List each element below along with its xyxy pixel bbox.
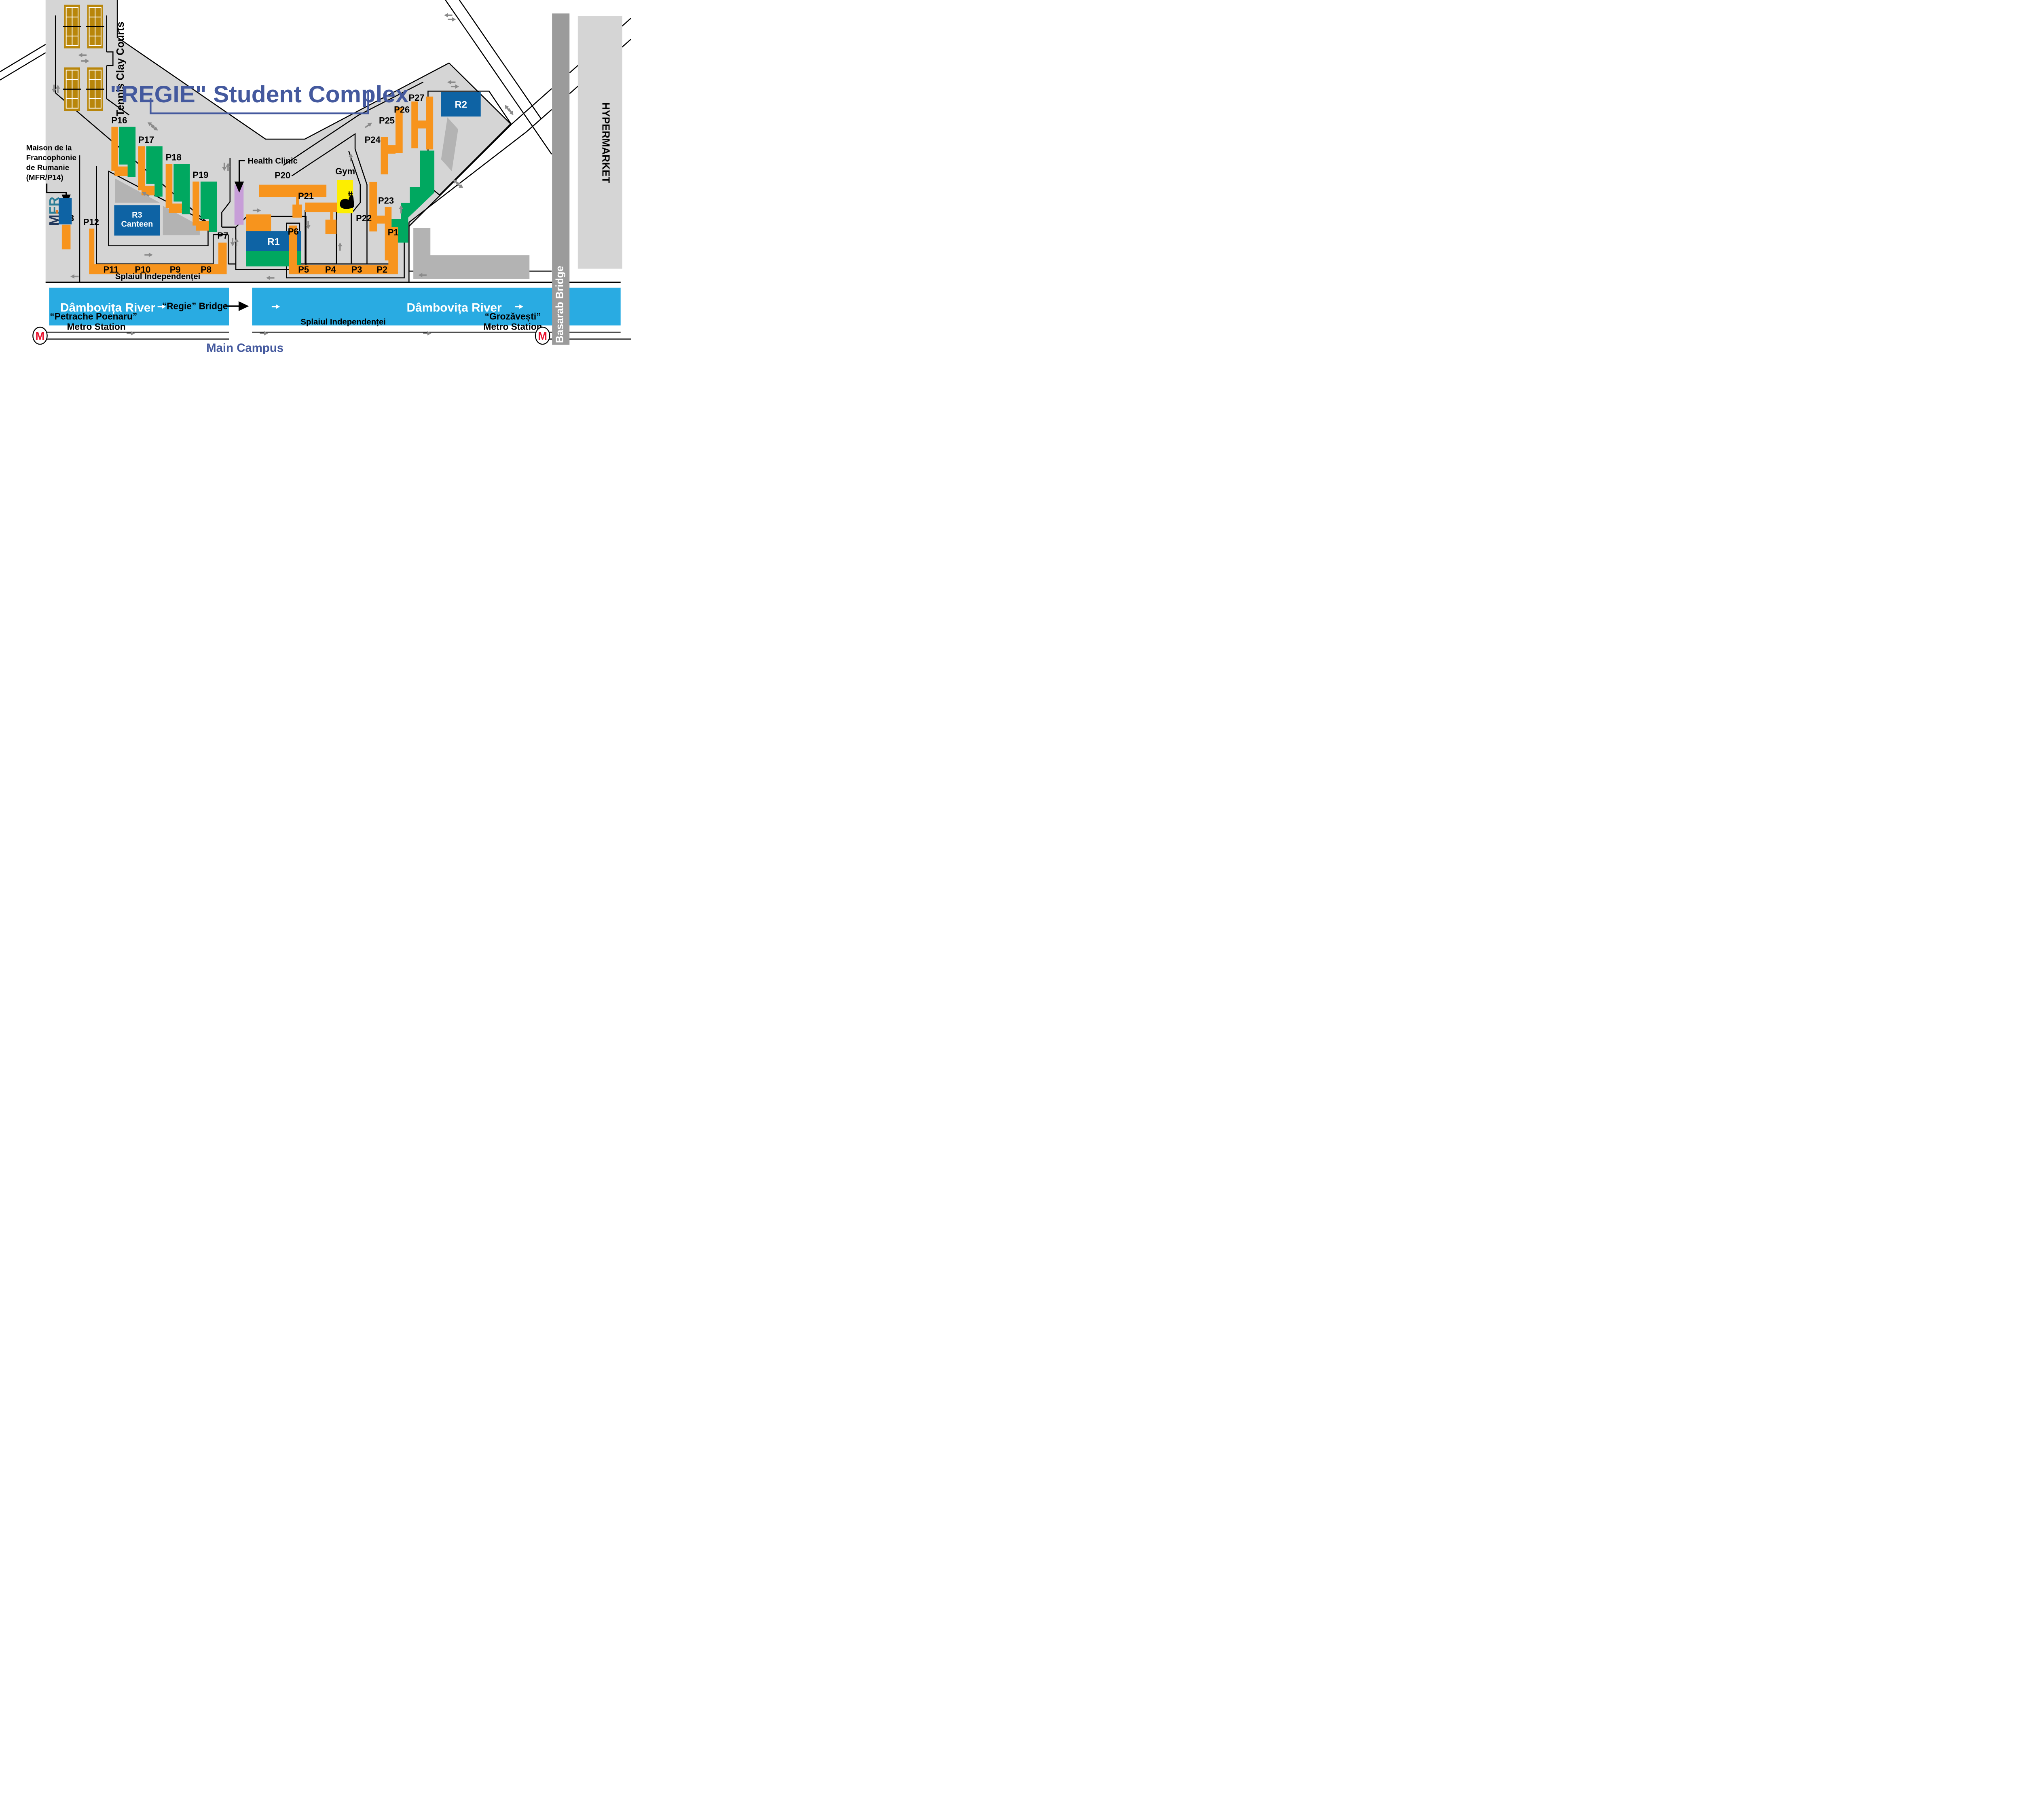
r1-label: R1 xyxy=(267,237,280,248)
regie-bridge-label: “Regie” Bridge xyxy=(162,301,228,311)
river-left xyxy=(49,288,229,326)
p6-label: P6 xyxy=(288,226,299,237)
hypermarket-area xyxy=(577,16,622,269)
basarab-bridge xyxy=(552,13,570,345)
r3-label: R3 xyxy=(132,211,142,220)
p25-label: P25 xyxy=(379,116,395,126)
p1-label: P1 xyxy=(388,227,399,237)
r3-canteen-label: Canteen xyxy=(121,220,153,229)
metro-m-symbol: M xyxy=(36,330,45,342)
metro-right: “Grozăvești” Metro Station M xyxy=(484,311,550,345)
mfr-logo: MFR xyxy=(47,197,62,226)
dorm-strip-p7-p12: P12 P11 P10 P9 P8 P7 xyxy=(83,217,228,275)
p5-label: P5 xyxy=(298,265,309,275)
map-title-group: "REGIE" Student Complex xyxy=(110,81,409,114)
river-right-label: Dâmbovița River xyxy=(407,301,502,314)
p23-label: P23 xyxy=(378,196,394,206)
dorm-buildings-p22-p27: P22 P23 P24 P25 P26 P27 xyxy=(356,93,434,260)
maison-label-line1: Maison de la xyxy=(26,143,72,152)
mfr-building-group: Maison de la Francophonie de Rumanie (MF… xyxy=(26,143,76,226)
metro-left: “Petrache Poenaru” Metro Station M xyxy=(32,311,137,345)
roads xyxy=(0,0,632,340)
svg-text:MFR: MFR xyxy=(47,197,62,226)
mfr-leader-arrow xyxy=(46,183,67,196)
p16-label: P16 xyxy=(111,115,127,125)
basarab-bridge-label: Basarab Bridge xyxy=(554,266,566,343)
p3-label: P3 xyxy=(351,265,362,275)
parking-triangle xyxy=(115,178,160,203)
title-box xyxy=(150,90,369,114)
p10-label: P10 xyxy=(135,265,150,275)
maison-label-line2: Francophonie xyxy=(26,153,76,162)
mfr-building xyxy=(59,198,72,224)
r3-block: R3 Canteen xyxy=(114,178,200,236)
health-clinic-building xyxy=(234,184,244,225)
p11-label: P11 xyxy=(103,265,118,275)
r2-block: R2 xyxy=(441,92,481,171)
p2-label: P2 xyxy=(376,265,387,275)
muscle-arm-icon xyxy=(340,191,354,209)
page-title: "REGIE" Student Complex xyxy=(110,81,409,108)
p18-label: P18 xyxy=(166,152,182,163)
tennis-court xyxy=(63,67,81,111)
r3-canteen-building xyxy=(114,205,160,236)
p21-label: P21 xyxy=(298,191,314,201)
gym: Gym xyxy=(335,166,355,214)
metro-left-line1: “Petrache Poenaru” xyxy=(50,311,137,322)
p24-label: P24 xyxy=(365,135,381,145)
r2-building xyxy=(441,92,481,117)
p27-label: P27 xyxy=(408,93,424,103)
health-clinic-label: Health Clinic xyxy=(248,157,298,166)
tennis-courts-label: Tennis Clay Courts xyxy=(115,22,126,116)
p17-label: P17 xyxy=(138,135,154,145)
p12-label: P12 xyxy=(83,217,99,227)
splaiul-right-label: Splaiul Independenței xyxy=(300,318,386,327)
campus-area xyxy=(45,0,512,282)
p7-label: P7 xyxy=(217,231,228,241)
regie-bridge-arrowhead xyxy=(238,301,249,311)
gym-label: Gym xyxy=(335,166,355,176)
splaiul-left-label: Splaiul Independenței xyxy=(115,272,201,281)
tennis-court xyxy=(63,4,81,49)
maison-label-line4: (MFR/P14) xyxy=(26,173,63,182)
l-shaped-building xyxy=(413,228,530,279)
r2-label: R2 xyxy=(455,99,467,110)
parking-parallelogram xyxy=(441,117,458,171)
p20-building: P20 xyxy=(246,170,327,232)
metro-right-line2: Metro Station xyxy=(484,321,542,332)
p19-label: P19 xyxy=(192,170,208,180)
p26-label: P26 xyxy=(394,104,410,114)
regie-campus-map: Tennis Clay Courts R3 Canteen P16 P17 P1… xyxy=(0,0,634,357)
river-left-label: Dâmbovița River xyxy=(60,301,155,314)
metro-m-circle xyxy=(32,326,48,345)
parking-quad xyxy=(163,205,200,235)
metro-left-line2: Metro Station xyxy=(67,321,126,332)
p20-label: P20 xyxy=(275,170,290,180)
metro-m-circle xyxy=(535,326,550,345)
health-clinic-arrowhead xyxy=(234,181,244,193)
tennis-court xyxy=(86,67,104,111)
green-building-ne xyxy=(391,150,435,243)
dorm-strip-p1-p6: P6 P5 P4 P3 P2 P1 xyxy=(288,225,399,275)
p21-building: P21 xyxy=(298,191,345,234)
tennis-courts: Tennis Clay Courts xyxy=(63,4,126,116)
health-clinic: Health Clinic xyxy=(234,157,298,225)
health-clinic-leader-arrow xyxy=(238,160,245,182)
hypermarket-label: HYPERMARKET xyxy=(600,102,611,183)
dorm-buildings-p16-p19: P16 P17 P18 P19 xyxy=(111,115,217,232)
metro-right-line1: “Grozăvești” xyxy=(485,311,541,322)
p22-label: P22 xyxy=(356,213,372,223)
p9-label: P9 xyxy=(170,265,181,275)
p8-label: P8 xyxy=(201,265,212,275)
tennis-court xyxy=(86,4,104,49)
metro-m-symbol: M xyxy=(538,330,547,342)
main-campus-label: Main Campus xyxy=(206,341,283,355)
maison-label-line3: de Rumanie xyxy=(26,163,70,171)
p4-label: P4 xyxy=(325,265,336,275)
